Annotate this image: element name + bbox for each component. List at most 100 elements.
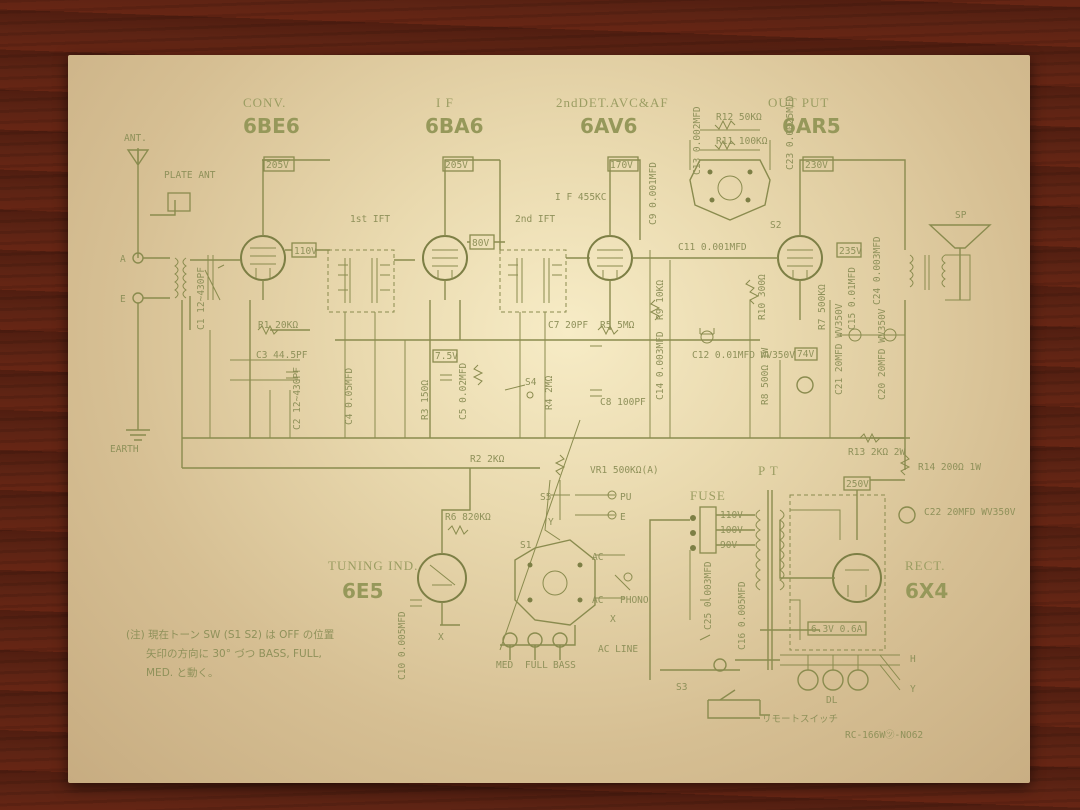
voltage-if-plate: 205V — [445, 160, 468, 171]
r11-label: R11 100KΩ — [716, 136, 768, 147]
c8-label: C8 100PF — [600, 397, 646, 408]
c3-label: C3 44.5PF — [256, 350, 308, 361]
r4-label: R4 2MΩ — [544, 375, 555, 410]
terminal-e-label: E — [120, 294, 126, 305]
s1-label: S1 — [520, 540, 532, 551]
r14-label: R14 200Ω 1W — [918, 462, 981, 473]
tone-capacitors — [502, 632, 568, 648]
r9-label: R9 10KΩ — [655, 280, 666, 320]
s5-label: S5 — [540, 492, 551, 503]
fuse-label: FUSE — [690, 488, 726, 503]
note-line-1: (注) 現在トーン SW (S1 S2) は OFF の位置 — [126, 628, 334, 641]
earth-symbol — [126, 429, 150, 441]
y-right-label: Y — [910, 684, 916, 695]
r12-label: R12 50KΩ — [716, 112, 762, 123]
earth-label: EARTH — [110, 444, 139, 455]
output-transformer — [909, 254, 971, 301]
antenna-symbol — [126, 148, 150, 258]
heater-voltage: 6.3V 0.6A — [811, 624, 863, 635]
c20-label: C20 20MFD WV350V — [877, 308, 888, 400]
cf-label: C5 0.02MFD — [458, 363, 469, 420]
voltage-if-cathode: 7.5V — [435, 351, 458, 362]
s3-label: S3 — [676, 682, 687, 693]
c1-label: C1 12~430PF — [196, 267, 207, 330]
first-ift-label: 1st IFT — [350, 214, 390, 225]
pt-label: P T — [758, 463, 779, 478]
r10-label: R10 300Ω — [757, 274, 768, 320]
c23-label: C23 0.0025MFD — [785, 95, 796, 170]
c21-label: C21 20MFD WV350V — [834, 303, 845, 395]
x-right-label: X — [438, 632, 444, 643]
bass-label: BASS — [553, 660, 576, 671]
ac-line-label: AC LINE — [598, 644, 638, 655]
e-sw-label: E — [620, 512, 626, 523]
c24-label: C24 0.003MFD — [872, 236, 883, 305]
voltage-if-screen: 80V — [472, 238, 489, 249]
if-frequency-label: I F 455KC — [555, 192, 606, 203]
h-right-label: H — [910, 654, 916, 665]
ac-label-1: AC — [592, 552, 603, 563]
cs1-label: C15 0.01MFD — [847, 267, 858, 330]
first-ift — [327, 249, 395, 313]
power-transformer — [755, 490, 841, 670]
note-line-3: MED. と動く。 — [146, 666, 218, 679]
tone-switch-s2 — [689, 159, 771, 221]
electrolytic-cap — [796, 376, 814, 394]
ant-label: ANT. — [124, 133, 147, 144]
tap-100v: 100V — [720, 525, 743, 536]
model-code: RC-166W㋡-NO62 — [845, 730, 923, 741]
speaker-label: SP — [955, 210, 967, 221]
c13-label: C13 0.002MFD — [692, 106, 703, 175]
voltage-conv-screen: 110V — [294, 246, 317, 257]
voltage-rect: 250V — [846, 479, 869, 490]
dl-label: DL — [826, 695, 838, 706]
r3-label: R3 150Ω — [420, 380, 431, 420]
phono-label: PHONO — [620, 595, 649, 606]
output-tube-type: 6AR5 — [782, 114, 841, 138]
c9-label: C9 0.001MFD — [648, 162, 659, 225]
c25-label: C25 0.003MFD — [703, 561, 714, 630]
x-sw-label: X — [610, 614, 616, 625]
voltage-out-screen: 235V — [839, 246, 862, 257]
voltage-det-plate: 170V — [610, 160, 633, 171]
tap-90v: 90V — [720, 540, 737, 551]
c10-label: C10 0.005MFD — [397, 611, 408, 680]
conv-label: CONV. — [243, 95, 286, 110]
if-label: I F — [436, 95, 454, 110]
c7-label: C7 20PF — [548, 320, 588, 331]
second-ift-label: 2nd IFT — [515, 214, 555, 225]
det-tube-type: 6AV6 — [580, 114, 637, 138]
c11-label: C11 0.001MFD — [678, 242, 747, 253]
plate-ant-label: PLATE ANT — [164, 170, 216, 181]
voltage-out-cathode: 74V — [797, 349, 814, 360]
c22-label: C22 20MFD WV350V — [924, 507, 1016, 518]
ac-label-2: AC — [592, 595, 603, 606]
voltage-conv-plate: 205V — [266, 160, 289, 171]
tone-switch-s1 — [514, 539, 596, 626]
det-label: 2ndDET.AVC&AF — [556, 95, 669, 110]
vr-label: VR1 500KΩ(A) — [590, 465, 659, 476]
if-tube-type: 6BA6 — [425, 114, 484, 138]
r1-label: R1 20KΩ — [258, 320, 298, 331]
s4-label: S4 — [525, 377, 537, 388]
schematic-paper — [68, 55, 1030, 783]
c12-label: C12 0.01MFD WV350V — [692, 350, 795, 361]
r8-label: R8 500Ω 1W — [760, 348, 771, 405]
pu-label: PU — [620, 492, 632, 503]
note-line-2: 矢印の方向に 30° づつ BASS, FULL, — [146, 647, 322, 660]
terminal-a-label: A — [120, 254, 126, 265]
output-label: OUT PUT — [768, 95, 829, 110]
r6-label: R6 820KΩ — [445, 512, 491, 523]
s2-label: S2 — [770, 220, 781, 231]
r7-label: R7 500KΩ — [817, 284, 828, 330]
c2-label: C2 12~430PF — [292, 367, 303, 430]
rect-label: RECT. — [905, 558, 946, 573]
c4-label: C4 0.05MFD — [344, 368, 355, 425]
y-sw-label: Y — [548, 517, 554, 528]
c14-label: C14 0.003MFD — [655, 331, 666, 400]
r5-label: R5 5MΩ — [600, 320, 635, 331]
conv-tube-type: 6BE6 — [243, 114, 300, 138]
second-ift — [499, 249, 567, 313]
